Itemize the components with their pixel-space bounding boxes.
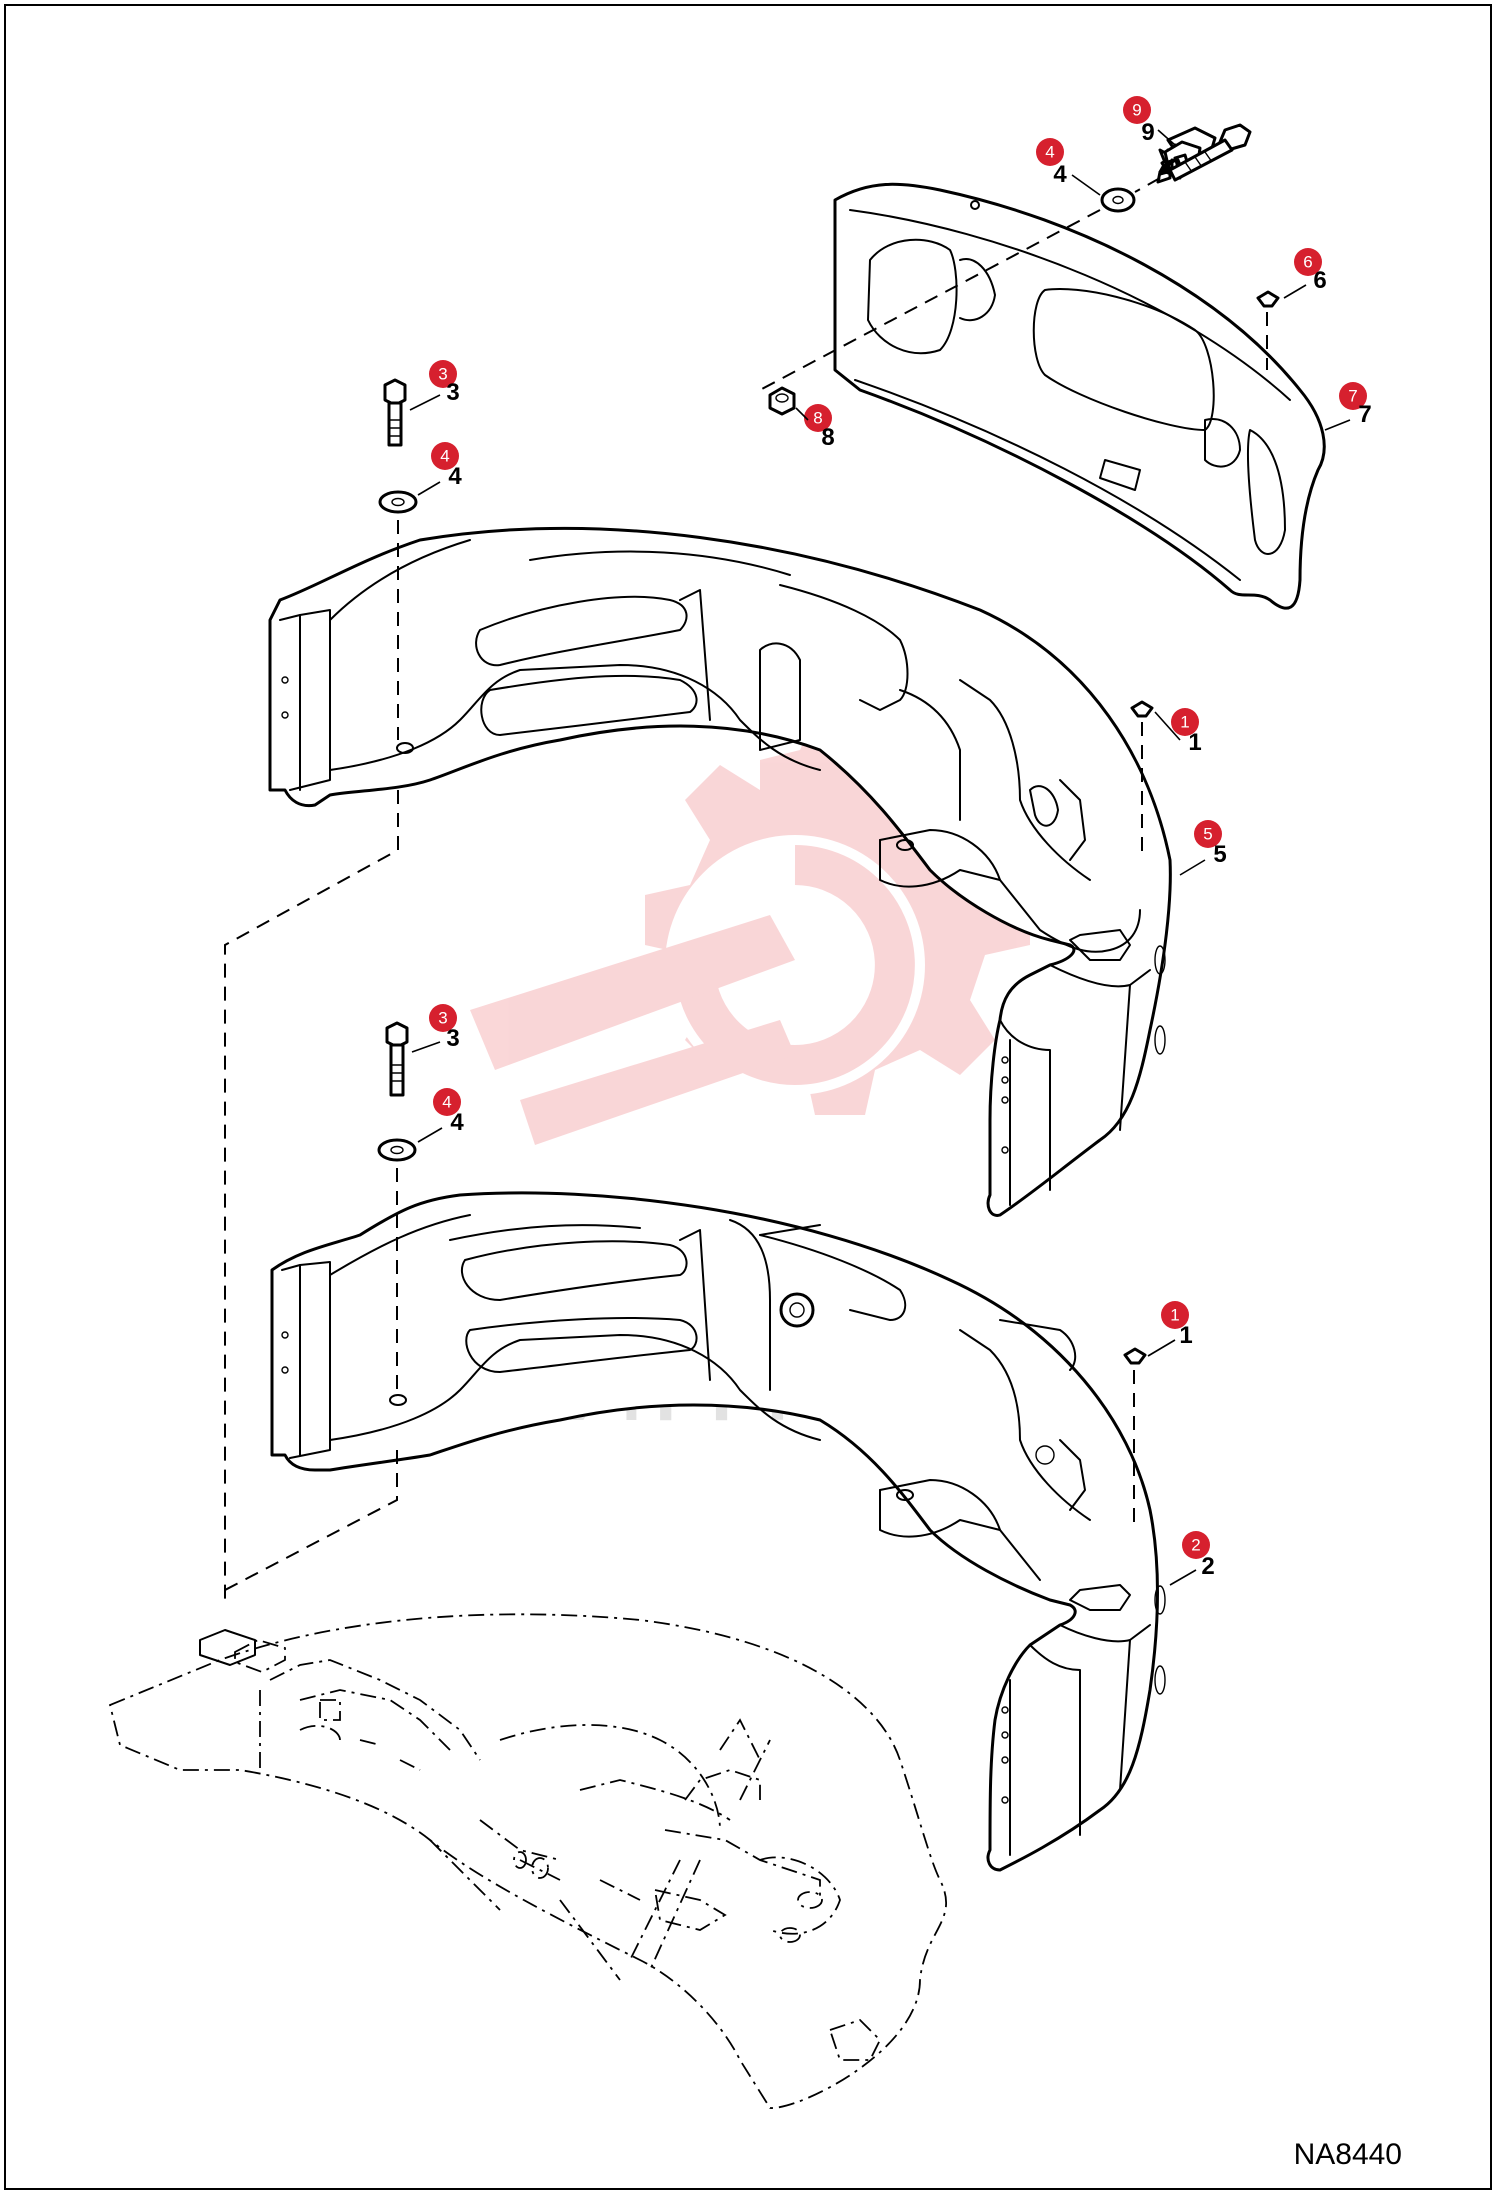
callout-4-top: 4 4 [1036,138,1101,196]
plug-1-upper [1130,700,1154,718]
nut-8 [768,386,796,416]
svg-text:9: 9 [1132,101,1141,120]
svg-text:4: 4 [440,447,449,466]
svg-text:3: 3 [446,1025,459,1052]
counterweight-middle [268,526,1172,1217]
svg-text:4: 4 [450,1109,464,1136]
callout-2: 2 2 [1169,1531,1215,1586]
svg-text:1: 1 [1188,729,1201,756]
drawing-id-label: NA8440 [1293,2138,1402,2171]
callout-4-upper: 4 4 [417,442,462,496]
svg-text:8: 8 [813,409,822,428]
axis-line-bolt-3-upper [224,520,399,1605]
axis-line-top-bolt [759,177,1161,391]
callout-3-lower: 3 3 [411,1004,460,1053]
svg-text:6: 6 [1313,267,1326,294]
machine-frame-phantom [108,1613,947,2109]
svg-text:4: 4 [1053,161,1067,188]
counterweight-small [833,182,1326,610]
svg-text:5: 5 [1213,841,1226,868]
callout-1-lower: 1 1 [1147,1301,1193,1357]
callout-1-upper: 1 1 [1154,708,1202,756]
plug-1-lower [1123,1347,1147,1365]
svg-text:8: 8 [821,424,834,451]
washer-4-upper [378,490,418,514]
callout-8: 8 8 [795,404,835,451]
callout-7: 7 7 [1324,382,1372,431]
callout-3-upper: 3 3 [409,360,460,411]
svg-text:3: 3 [446,379,459,406]
svg-text:3: 3 [438,365,447,384]
watermark-wrench [470,915,795,1145]
svg-text:7: 7 [1358,401,1371,428]
bolt-3-lower [385,1021,409,1097]
plug-6 [1256,290,1280,308]
svg-text:9: 9 [1141,119,1154,146]
svg-text:2: 2 [1201,1553,1214,1580]
bolt-3-upper [383,378,407,447]
axis-line-bolt-3-lower [224,1168,398,1591]
svg-text:2: 2 [1191,1536,1200,1555]
svg-text:1: 1 [1179,1322,1192,1349]
bolt-9-simple [1168,123,1252,182]
svg-text:4: 4 [1045,143,1054,162]
svg-text:7: 7 [1348,387,1357,406]
svg-text:3: 3 [438,1009,447,1028]
svg-text:6: 6 [1303,253,1312,272]
svg-text:4: 4 [442,1093,451,1112]
svg-text:5: 5 [1203,825,1212,844]
callout-9: 9 9 [1123,96,1176,146]
washer-4-lower [377,1138,417,1162]
callout-4-lower: 4 4 [417,1088,464,1143]
callout-5: 5 5 [1179,820,1227,876]
counterweight-lower [270,1191,1166,1872]
svg-text:4: 4 [448,463,462,490]
watermark-ring [676,845,915,1085]
svg-text:1: 1 [1180,713,1189,732]
callout-6: 6 6 [1283,248,1327,299]
svg-text:1: 1 [1170,1306,1179,1325]
washer-4-top [1100,187,1136,213]
